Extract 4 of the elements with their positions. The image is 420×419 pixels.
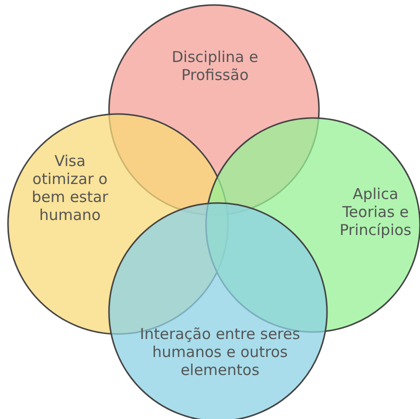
circle-label: Disciplina e Profissão [170,48,260,84]
circle-label: Visa otimizar o bem estar humano [30,152,110,224]
circle-label: Interação entre seres humanos e outros elementos [138,325,302,379]
circle-label: Aplica Teorias e Princípios [338,185,412,239]
